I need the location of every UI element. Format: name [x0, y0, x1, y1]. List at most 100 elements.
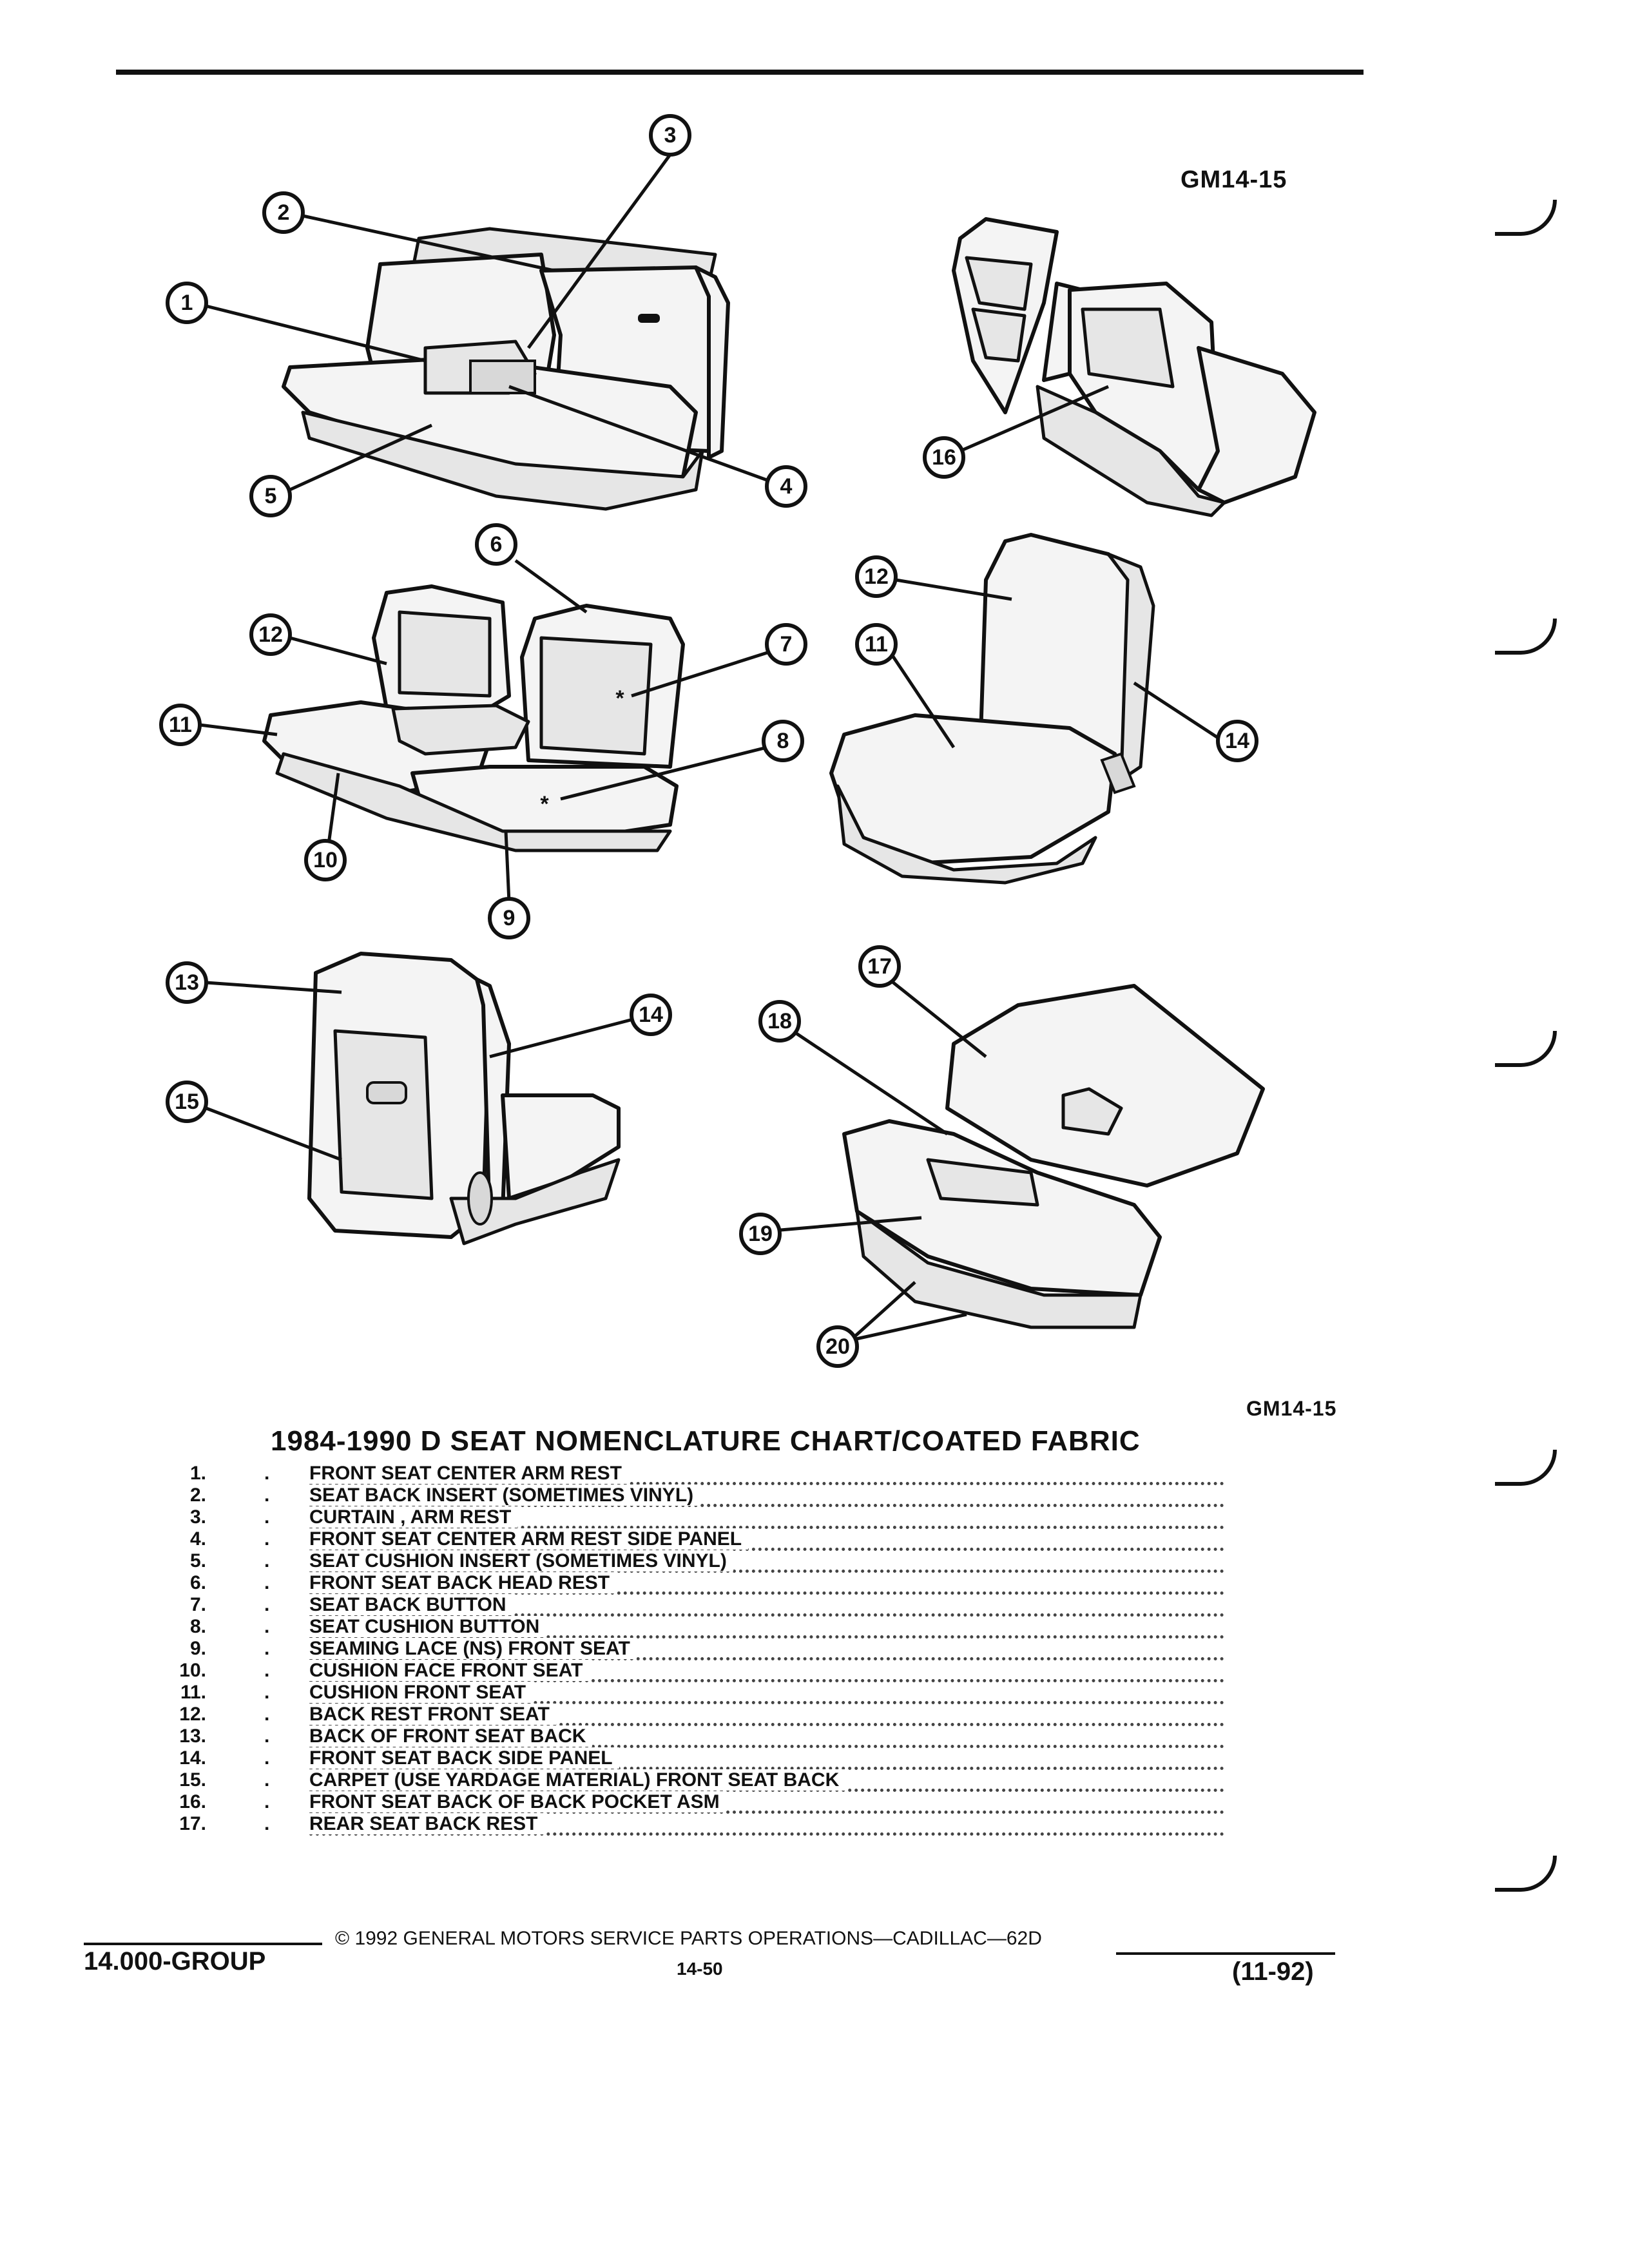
dot-leader	[309, 1732, 1224, 1748]
callout-4: 4	[765, 465, 807, 508]
parts-list-row: 17..REAR SEAT BACK REST	[129, 1813, 1224, 1836]
dot-leader	[309, 1579, 1224, 1595]
svg-text:12: 12	[864, 564, 889, 589]
part-bullet: .	[264, 1550, 270, 1571]
svg-text:13: 13	[175, 970, 199, 995]
rear-seat-illustration	[842, 984, 1265, 1329]
svg-text:10: 10	[313, 848, 338, 872]
part-name: SEAT CUSHION BUTTON	[309, 1616, 546, 1638]
dot-leader	[309, 1600, 1224, 1617]
parts-list-row: 11..CUSHION FRONT SEAT	[129, 1682, 1224, 1704]
parts-list-row: 7.. SEAT BACK BUTTON	[129, 1594, 1224, 1617]
part-bullet: .	[264, 1813, 270, 1834]
footer-copyright: © 1992 GENERAL MOTORS SERVICE PARTS OPER…	[335, 1928, 1042, 1949]
callout-9: 9	[488, 897, 530, 939]
svg-text:17: 17	[867, 954, 892, 979]
part-name-text: SEAT CUSHION INSERT (SOMETIMES VINYL)	[309, 1550, 733, 1571]
callout-18: 18	[758, 1000, 801, 1043]
bench-seat-armrest-illustration	[282, 227, 730, 511]
part-name: SEAT BACK INSERT (SOMETIMES VINYL)	[309, 1485, 700, 1506]
callout-6: 6	[475, 523, 517, 566]
part-bullet: .	[264, 1572, 270, 1593]
footer-page-number: 14-50	[677, 1959, 723, 1979]
part-bullet: .	[264, 1682, 270, 1703]
part-number: 6.	[189, 1572, 206, 1593]
part-name-text: FRONT SEAT BACK SIDE PANEL	[309, 1747, 619, 1769]
part-name: REAR SEAT BACK REST	[309, 1813, 545, 1835]
part-name-text: BACK REST FRONT SEAT	[309, 1704, 556, 1725]
svg-text:1: 1	[181, 291, 193, 315]
dot-leader	[309, 1688, 1224, 1704]
svg-text:14: 14	[639, 1003, 663, 1027]
part-name: SEAT BACK BUTTON	[309, 1594, 513, 1616]
part-name-text: SEAMING LACE (NS) FRONT SEAT	[309, 1638, 637, 1659]
footer-group: 14.000-GROUP	[84, 1947, 266, 1975]
seat-back-pocket-illustration	[952, 217, 1316, 517]
part-name-text: REAR SEAT BACK REST	[309, 1813, 545, 1834]
parts-list-row: 5.. SEAT CUSHION INSERT (SOMETIMES VINYL)	[129, 1550, 1224, 1573]
callout-3: 3	[649, 114, 691, 157]
part-number: 7.	[189, 1594, 206, 1615]
svg-text:20: 20	[825, 1334, 850, 1359]
callout-14b: 14	[630, 994, 672, 1036]
dot-leader	[309, 1754, 1224, 1770]
parts-list-row: 9..SEAMING LACE (NS) FRONT SEAT	[129, 1638, 1224, 1660]
part-name: CARPET (USE YARDAGE MATERIAL) FRONT SEAT…	[309, 1769, 846, 1791]
part-name: SEAT CUSHION INSERT (SOMETIMES VINYL)	[309, 1550, 733, 1572]
dot-leader	[309, 1491, 1224, 1507]
figure-code-bottom: GM14-15	[1246, 1397, 1337, 1420]
callout-13: 13	[166, 961, 208, 1004]
part-name-text: SEAT CUSHION BUTTON	[309, 1616, 546, 1637]
top-rule	[116, 70, 1364, 75]
part-name-text: SEAT BACK BUTTON	[309, 1594, 513, 1615]
part-name-text: FRONT SEAT CENTER ARM REST	[309, 1463, 628, 1484]
dot-leader	[309, 1710, 1224, 1726]
dot-leader	[309, 1820, 1224, 1836]
parts-list-row: 13..BACK OF FRONT SEAT BACK	[129, 1725, 1224, 1748]
svg-text:12: 12	[258, 622, 283, 647]
part-name: FRONT SEAT BACK OF BACK POCKET ASM	[309, 1791, 726, 1813]
svg-text:*: *	[615, 686, 624, 711]
svg-text:14: 14	[1225, 729, 1249, 753]
parts-list-row: 3.. CURTAIN , ARM REST	[129, 1506, 1224, 1529]
dot-leader	[309, 1666, 1224, 1682]
part-name-text: CUSHION FACE FRONT SEAT	[309, 1660, 590, 1681]
dot-leader	[309, 1557, 1224, 1573]
callout-16: 16	[923, 436, 965, 479]
part-name-text: SEAT BACK INSERT (SOMETIMES VINYL)	[309, 1485, 700, 1506]
part-number: 3.	[189, 1506, 206, 1528]
dot-leader	[309, 1535, 1224, 1551]
part-name-text: FRONT SEAT CENTER ARM REST SIDE PANEL	[309, 1528, 749, 1550]
callout-11b: 11	[855, 623, 898, 666]
dot-leader	[309, 1644, 1224, 1660]
part-bullet: .	[264, 1463, 270, 1484]
part-bullet: .	[264, 1506, 270, 1528]
part-name: CURTAIN , ARM REST	[309, 1506, 518, 1528]
split-bench-seat-illustration: * *	[262, 584, 685, 852]
callout-5: 5	[249, 475, 292, 517]
footer-date: (11-92)	[1232, 1957, 1314, 1986]
parts-list-row: 6.. FRONT SEAT BACK HEAD REST	[129, 1572, 1224, 1595]
part-number: 15.	[179, 1769, 206, 1791]
part-name-text: CUSHION FRONT SEAT	[309, 1682, 533, 1703]
svg-text:8: 8	[777, 729, 789, 753]
callout-12b: 12	[855, 555, 898, 598]
part-name-text: BACK OF FRONT SEAT BACK	[309, 1725, 593, 1747]
part-bullet: .	[264, 1704, 270, 1725]
binder-punch-mark	[1495, 1856, 1557, 1892]
part-bullet: .	[264, 1769, 270, 1791]
part-number: 5.	[189, 1550, 206, 1571]
part-bullet: .	[264, 1594, 270, 1615]
parts-list-row: 1..FRONT SEAT CENTER ARM REST	[129, 1463, 1224, 1485]
svg-text:9: 9	[503, 906, 516, 930]
part-number: 4.	[189, 1528, 206, 1550]
svg-text:4: 4	[780, 474, 793, 499]
svg-text:11: 11	[169, 713, 192, 737]
part-name-text: FRONT SEAT BACK HEAD REST	[309, 1572, 617, 1593]
part-name: SEAMING LACE (NS) FRONT SEAT	[309, 1638, 637, 1660]
footer-rule-right	[1116, 1952, 1335, 1955]
dot-leader	[309, 1513, 1224, 1529]
callout-11a: 11	[159, 704, 202, 746]
part-number: 13.	[179, 1725, 206, 1747]
